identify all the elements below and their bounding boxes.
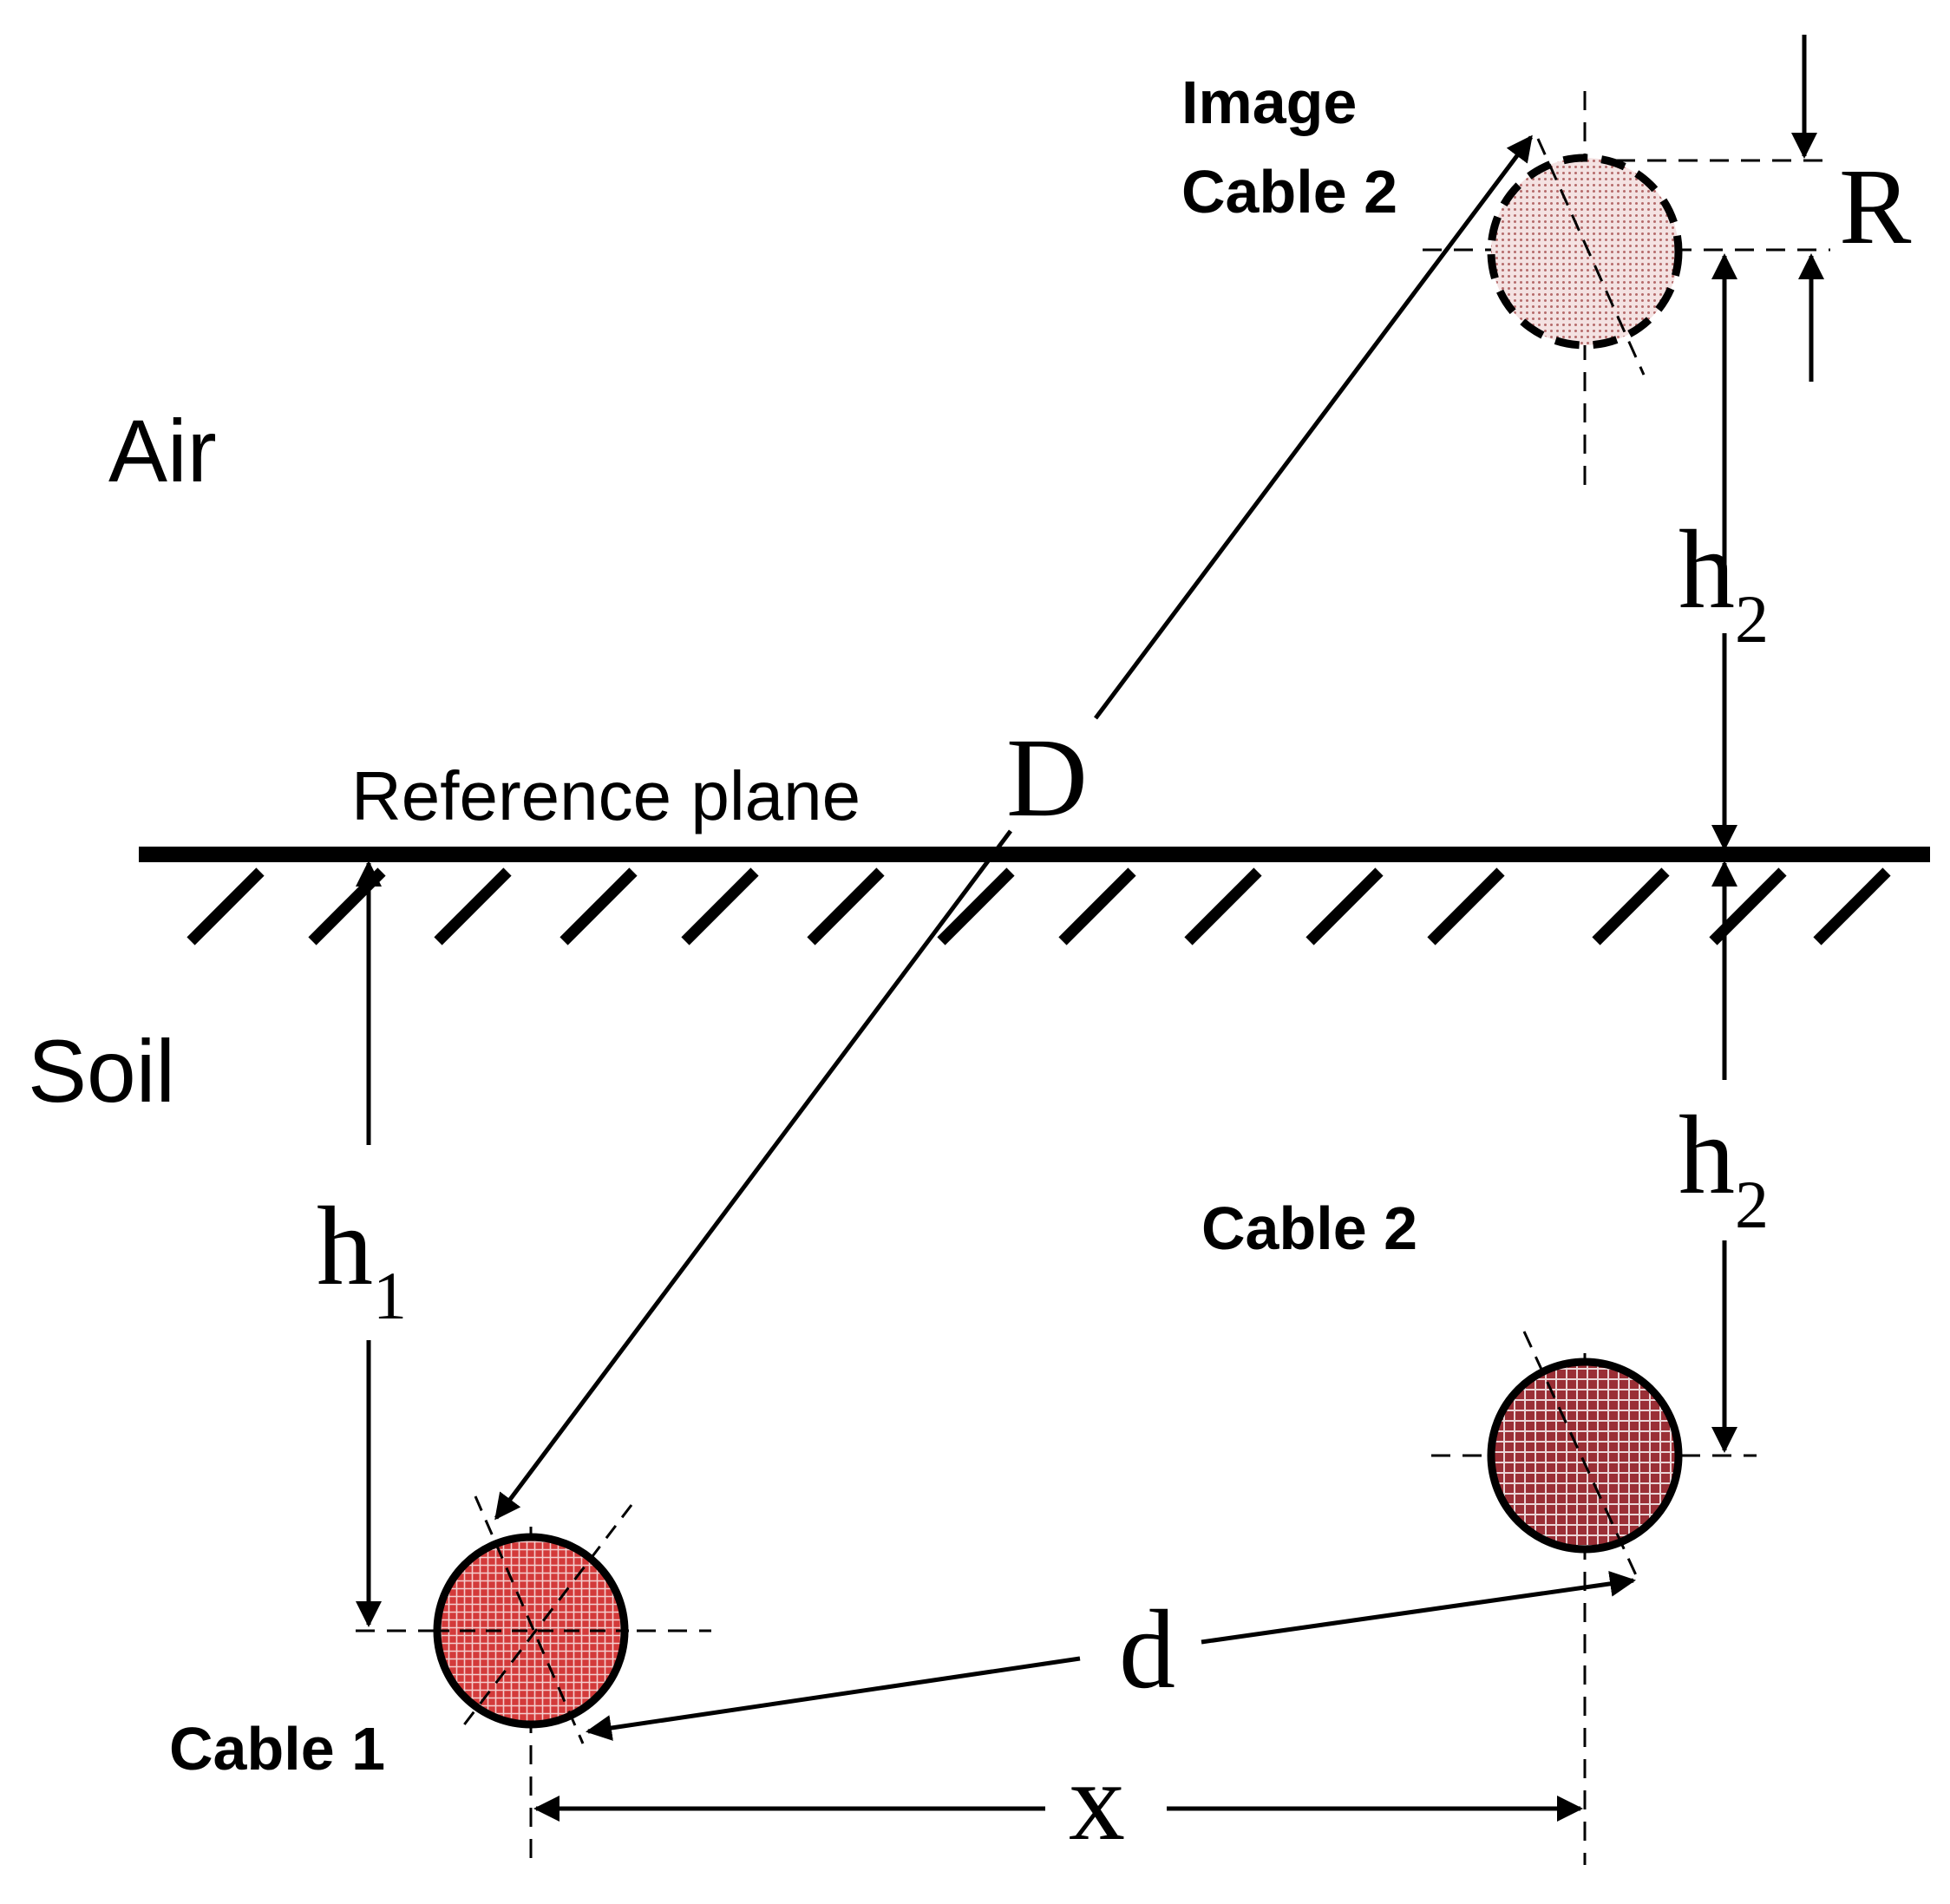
depth-h2-upper-label: h2 bbox=[1678, 507, 1769, 657]
cable-2-label: Cable 2 bbox=[1201, 1194, 1417, 1262]
ground-hatching bbox=[186, 867, 1891, 945]
image-cable-2 bbox=[1487, 138, 1683, 376]
distance-D-label: D bbox=[1006, 716, 1088, 841]
image-cable-label-line2: Cable 2 bbox=[1181, 158, 1397, 226]
radius-label: R bbox=[1839, 147, 1912, 267]
dimension-lines bbox=[356, 35, 1824, 1822]
cable-2 bbox=[1487, 1331, 1683, 1578]
image-cable-label-line1: Image bbox=[1181, 69, 1357, 136]
cable-1 bbox=[433, 1495, 633, 1744]
reference-plane-label: Reference plane bbox=[351, 757, 860, 834]
air-label: Air bbox=[108, 402, 217, 501]
distance-x-label: x bbox=[1069, 1739, 1125, 1864]
depth-h2-lower-label: h2 bbox=[1678, 1093, 1769, 1242]
distance-d-label: d bbox=[1119, 1587, 1175, 1712]
soil-label: Soil bbox=[28, 1022, 175, 1121]
cable-1-label: Cable 1 bbox=[169, 1715, 385, 1783]
depth-h1-label: h1 bbox=[317, 1184, 407, 1333]
